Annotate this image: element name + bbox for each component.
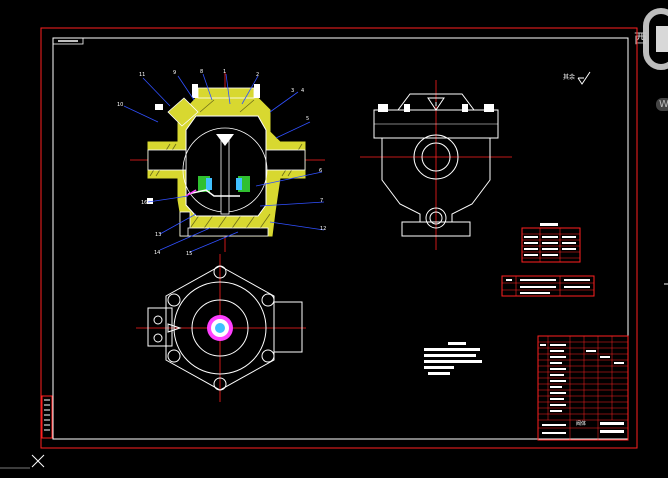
balloon-3: 3 (291, 88, 294, 94)
ucs-cross-icon (0, 454, 45, 469)
outer-frame (40, 27, 638, 449)
technical-notes (424, 342, 482, 375)
spec-table (501, 275, 595, 297)
viewcube-badge[interactable]: W (656, 98, 668, 111)
balloon-12: 12 (320, 226, 326, 232)
balloon-2: 2 (256, 72, 259, 78)
drawing-number-box (52, 37, 84, 45)
balloon-1: 1 (223, 69, 226, 75)
inner-frame (52, 37, 629, 440)
balloon-5: 5 (306, 116, 309, 122)
title-block: 阀体 (537, 335, 629, 441)
viewcube-ring[interactable] (643, 8, 668, 70)
title-block-title: 阀体 (576, 420, 586, 427)
section-view: 11 10 9 8 1 2 3 4 5 6 7 12 13 14 15 16 (117, 69, 326, 257)
balloon-11: 11 (139, 72, 145, 78)
balloon-8: 8 (200, 69, 203, 75)
balloon-6: 6 (319, 168, 322, 174)
roughness-check-icon (577, 71, 591, 85)
parameter-table (521, 223, 581, 263)
balloon-15: 15 (186, 251, 192, 257)
left-border-ticks (41, 395, 53, 439)
roughness-note: 其余 (563, 74, 576, 81)
balloon-16: 16 (141, 200, 147, 206)
balloon-7: 7 (320, 198, 323, 204)
balloon-9: 9 (173, 70, 176, 76)
side-view (360, 80, 512, 250)
balloon-13: 13 (155, 232, 161, 238)
viewcube-face[interactable] (656, 26, 668, 52)
balloon-14: 14 (154, 250, 160, 256)
balloon-4: 4 (301, 88, 304, 94)
plan-view (136, 254, 306, 402)
balloon-10: 10 (117, 102, 123, 108)
